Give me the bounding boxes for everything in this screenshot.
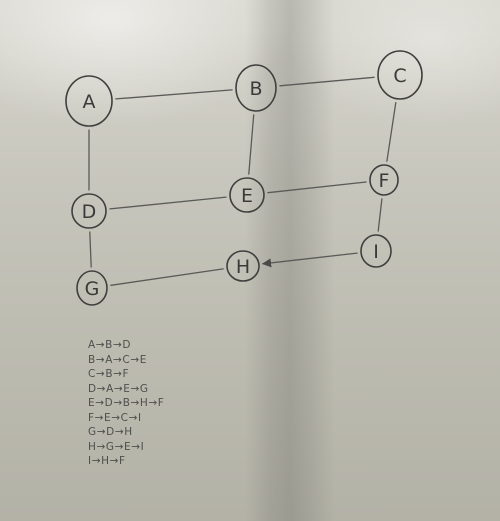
adjacency-row: E→D→B→H→F [88, 397, 165, 409]
adjacency-row: D→A→E→G [88, 382, 149, 395]
edge-f-i [377, 198, 383, 232]
node-circle [229, 177, 265, 213]
node-d: D [71, 193, 107, 229]
node-i: I [360, 234, 392, 268]
node-f: F [369, 164, 399, 196]
node-circle [71, 193, 107, 229]
edge-e-f [267, 181, 367, 194]
edge-c-f [386, 101, 397, 162]
adjacency-row: H→G→E→I [88, 440, 145, 453]
adjacency-row: G→D→H [88, 426, 133, 438]
node-label: H [236, 256, 250, 278]
edge-i-h [261, 252, 358, 268]
adjacency-row: A→B→D [88, 339, 132, 351]
edge-g-h [110, 268, 224, 286]
node-circle [235, 64, 277, 112]
node-label: F [379, 170, 390, 192]
adjacency-row: B→A→C→E [88, 353, 147, 366]
node-e: E [229, 177, 265, 213]
node-label: I [373, 241, 379, 263]
node-circle [369, 164, 399, 196]
node-g: G [76, 270, 108, 306]
edge-b-c [279, 76, 375, 87]
node-label: G [85, 278, 100, 300]
adjacency-row: C→B→F [88, 368, 130, 380]
adjacency-list: A→B→D B→A→C→E C→B→F D→A→E→G E→D→B→H→F F→E→C→I… [88, 338, 164, 469]
node-c: C [377, 50, 423, 100]
edge-layer [88, 76, 397, 286]
node-label: B [249, 78, 262, 100]
edge-d-g [89, 231, 92, 268]
node-circle [377, 50, 423, 100]
node-circle [226, 250, 260, 282]
edge-a-b [115, 89, 233, 100]
node-h: H [226, 250, 260, 282]
adjacency-row: I→H→F [88, 455, 126, 467]
node-a: A [65, 75, 113, 127]
edge-d-e [109, 196, 227, 210]
node-circle [65, 75, 113, 127]
edge-b-e [248, 114, 255, 175]
adjacency-row: F→E→C→I [88, 411, 142, 424]
node-label: A [83, 91, 96, 113]
node-circle [76, 270, 108, 306]
node-label: E [241, 185, 253, 207]
node-label: D [82, 201, 97, 223]
node-b: B [235, 64, 277, 112]
node-circle [360, 234, 392, 268]
node-label: C [393, 65, 406, 87]
node-layer: A B C D E F G H I [65, 50, 423, 306]
